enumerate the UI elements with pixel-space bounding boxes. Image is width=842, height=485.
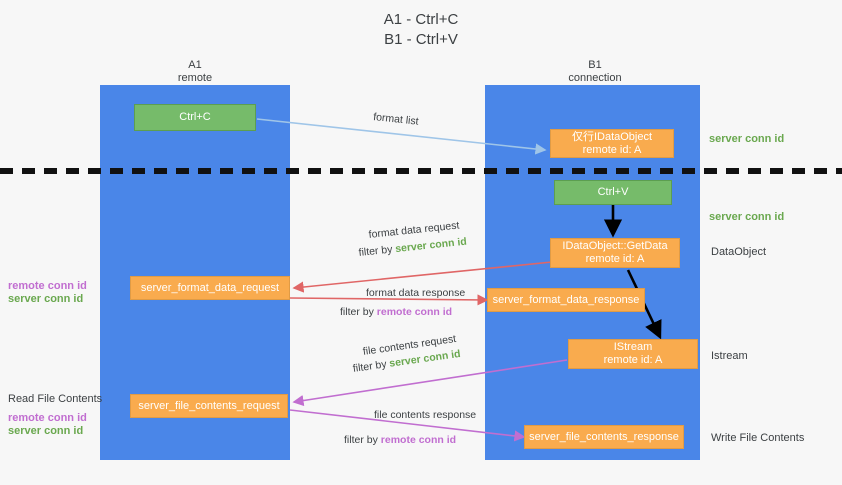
- note-write-file-contents: Write File Contents: [711, 432, 805, 444]
- filter-prefix: filter by: [344, 434, 381, 446]
- box-istream[interactable]: IStream remote id: A: [568, 339, 698, 369]
- note-istream: Istream: [711, 350, 748, 362]
- box-idataobject[interactable]: 仅行IDataObject remote id: A: [550, 129, 674, 158]
- arrow-file-contents-response: [289, 409, 526, 442]
- lane-header-b1: B1 connection: [568, 59, 622, 84]
- flow-label-format-data-response-filter: filter by remote conn id: [340, 305, 452, 319]
- note-server-conn-id-1: server conn id: [8, 293, 84, 305]
- note-remote-conn-id-1: remote conn id: [8, 280, 87, 292]
- flow-label-format-data-response: format data response: [366, 287, 466, 299]
- arrow-format-data-request: [292, 261, 553, 293]
- arrow-file-contents-request: [292, 359, 568, 407]
- note-server-conn-id-mid: server conn id: [709, 211, 785, 223]
- box-idataobject-getdata[interactable]: IDataObject::GetData remote id: A: [550, 238, 680, 268]
- note-remote-conn-id-2: remote conn id: [8, 412, 87, 424]
- flow-label-file-contents-response-filter: filter by remote conn id: [344, 433, 456, 447]
- arrow-format-data-response: [289, 294, 489, 306]
- box-ctrl-v[interactable]: Ctrl+V: [554, 180, 672, 205]
- box-server-format-data-response[interactable]: server_format_data_response: [487, 288, 645, 312]
- box-server-file-contents-request[interactable]: server_file_contents_request: [130, 394, 288, 418]
- page-title: A1 - Ctrl+C B1 - Ctrl+V: [383, 11, 459, 48]
- note-read-file-contents: Read File Contents: [8, 393, 103, 405]
- filter-key-remote-conn-id: remote conn id: [380, 434, 457, 446]
- arrow-format-list: [256, 118, 547, 155]
- box-server-file-contents-response[interactable]: server_file_contents_response: [524, 425, 684, 449]
- note-dataobject: DataObject: [711, 246, 767, 258]
- dashed-separator: [0, 168, 842, 174]
- box-server-format-data-request[interactable]: server_format_data_request: [130, 276, 290, 300]
- flow-label-file-contents-response: file contents response: [374, 409, 477, 421]
- filter-prefix: filter by: [358, 243, 396, 259]
- filter-prefix: filter by: [340, 306, 377, 318]
- note-server-conn-id-2: server conn id: [8, 425, 84, 437]
- filter-key-remote-conn-id: remote conn id: [376, 306, 453, 318]
- box-ctrl-c[interactable]: Ctrl+C: [134, 104, 256, 131]
- note-server-conn-id-top: server conn id: [709, 133, 785, 145]
- lane-header-a1: A1 remote: [177, 59, 213, 84]
